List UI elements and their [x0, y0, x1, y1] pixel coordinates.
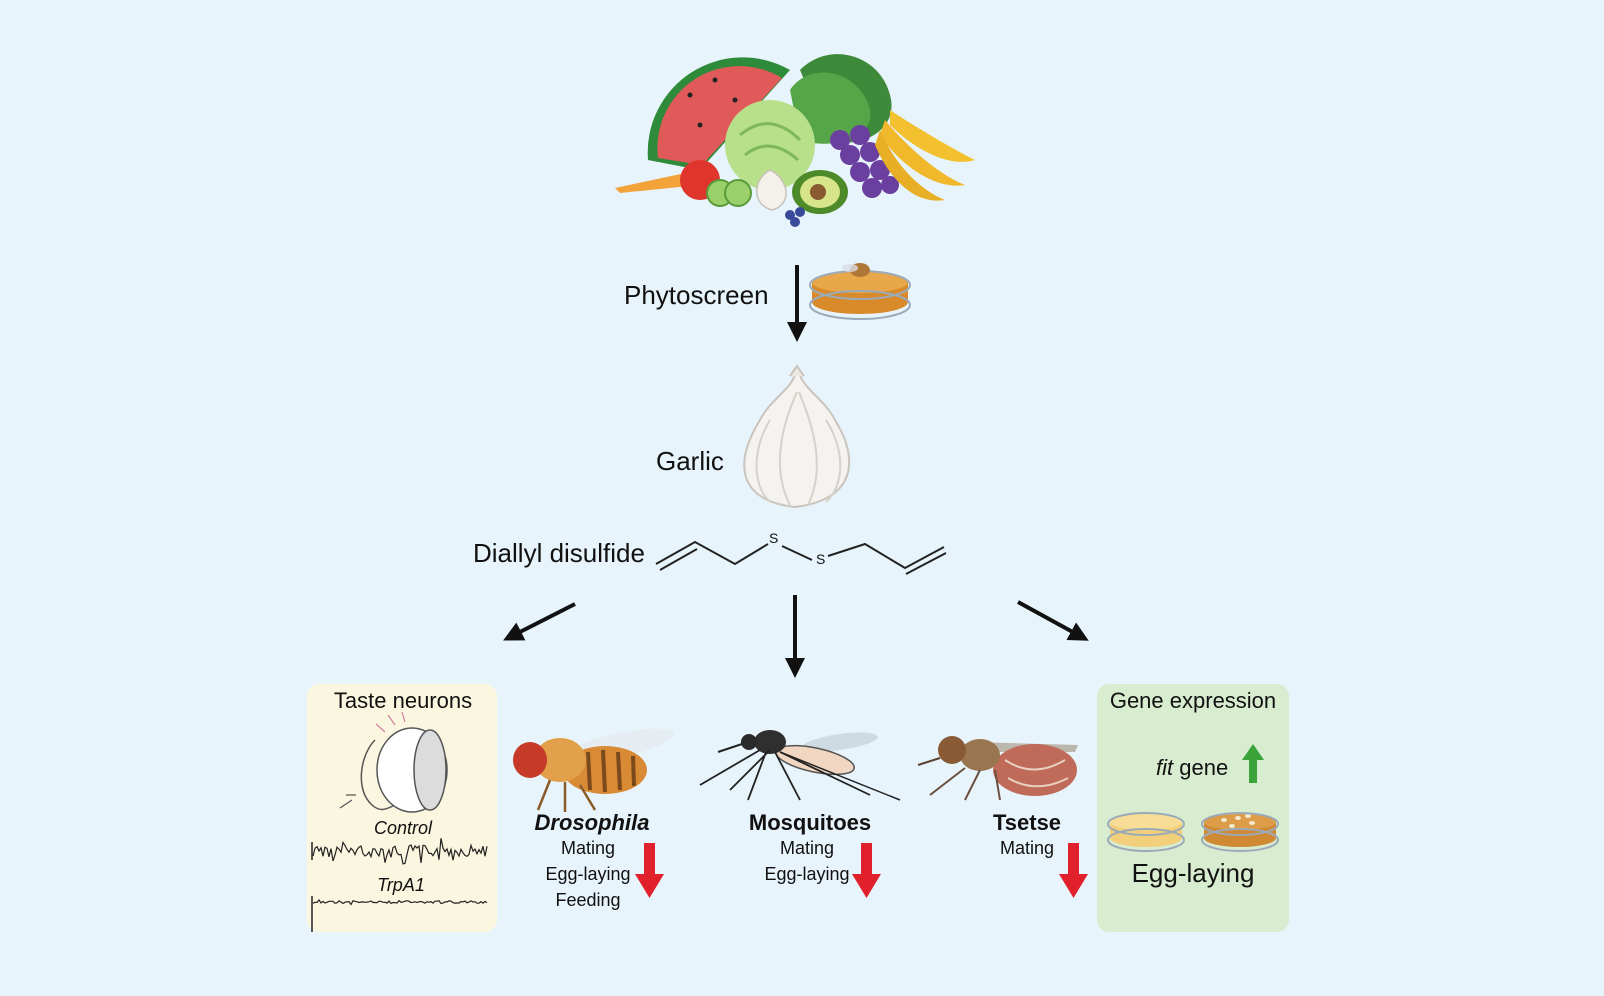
drosophila-down-arrow: [635, 843, 664, 898]
drosophila-effect: Mating: [560, 838, 616, 858]
gene-suffix: gene: [1173, 755, 1229, 780]
tsetse-down-arrow: [1059, 843, 1088, 898]
gene-egg-laying-label: Egg-laying: [1131, 858, 1255, 888]
fly-head-sensillum-icon: [339, 711, 448, 813]
gene-expression-panel: [1097, 684, 1289, 932]
down-arrows: [635, 843, 1088, 898]
drosophila-effect: Feeding: [555, 890, 621, 910]
petri-dish-dark: [1201, 812, 1279, 852]
mosquitoes-effect: Mating: [779, 838, 835, 858]
petri-dish-with-fly: [809, 263, 911, 320]
trace-trpa1: [311, 896, 488, 932]
trace-trpa1-label: TrpA1: [377, 875, 425, 895]
petri-dish-light: [1107, 812, 1185, 852]
tsetse-name: Tsetse: [992, 810, 1062, 835]
gene-expression-title: Gene expression: [1109, 688, 1277, 713]
mosquito-down-arrow: [852, 843, 881, 898]
garlic-illustration: [743, 364, 851, 509]
drosophila-illustration: [513, 728, 674, 812]
mosquitoes-name: Mosquitoes: [748, 810, 872, 835]
drosophila-effect: Egg-laying: [545, 864, 631, 884]
up-arrow-icon: [1242, 744, 1264, 783]
arrow-branch-right: [1017, 600, 1089, 641]
tsetse-illustration: [917, 736, 1078, 801]
trace-control: [311, 838, 488, 865]
garlic-label: Garlic: [656, 446, 724, 476]
sulfur-atom-2: S: [816, 551, 826, 567]
tsetse-effects: Mating: [1000, 835, 1054, 861]
sulfur-atom-1: S: [769, 530, 779, 546]
mosquitoes-effect: Egg-laying: [764, 864, 850, 884]
drosophila-effects: Mating Egg-laying Feeding: [545, 835, 630, 913]
tsetse-effect: Mating: [999, 838, 1055, 858]
molecule-left-chain: [655, 540, 769, 566]
mosquitoes-effects: Mating Egg-laying: [764, 835, 849, 887]
drosophila-name: Drosophila: [534, 810, 650, 835]
fit-gene-label: fit gene: [1156, 757, 1228, 779]
taste-neurons-title: Taste neurons: [333, 688, 473, 713]
arrow-branch-left: [503, 602, 576, 641]
phytoscreen-label: Phytoscreen: [624, 280, 769, 310]
mosquito-illustration: [699, 730, 901, 801]
compound-label: Diallyl disulfide: [473, 538, 645, 568]
produce-illustration: [615, 54, 975, 227]
gene-name: fit: [1156, 755, 1174, 780]
trace-control-label: Control: [373, 818, 433, 838]
molecule-ss-bond: [781, 545, 813, 561]
molecule-right-chain: [827, 542, 945, 570]
